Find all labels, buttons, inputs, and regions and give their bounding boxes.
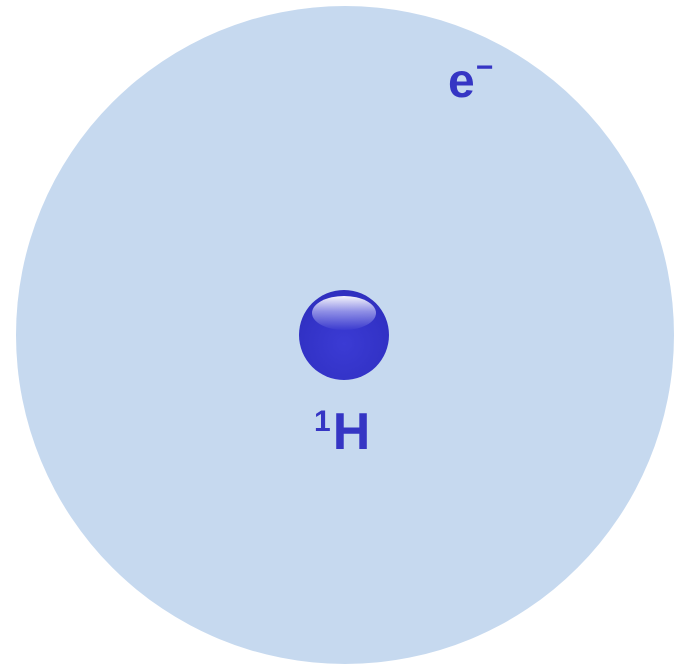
electron-label: e− [448, 58, 493, 106]
electron-charge: − [476, 51, 494, 84]
electron-symbol: e [448, 55, 475, 108]
nucleus-highlight [312, 296, 376, 330]
isotope-label: 1H [314, 406, 370, 458]
mass-number: 1 [314, 405, 331, 438]
element-symbol: H [333, 403, 371, 461]
